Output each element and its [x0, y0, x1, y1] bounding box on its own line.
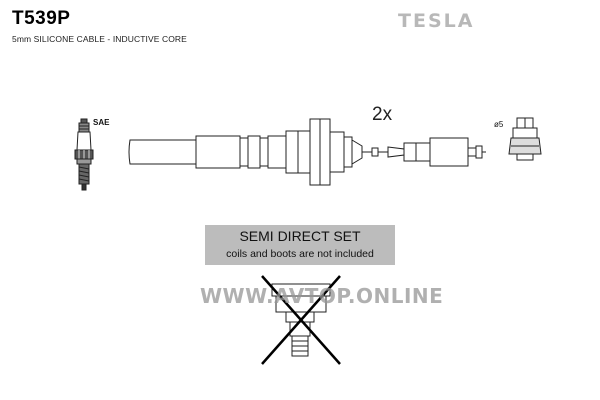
notice-title: SEMI DIRECT SET: [239, 228, 361, 244]
brand-logo: TESLA: [398, 10, 475, 32]
spark-plug-icon: [74, 118, 94, 191]
quantity-label: 2x: [372, 104, 393, 125]
connector-terminal-icon: [508, 117, 542, 161]
watermark: WWW.AVTOP.ONLINE: [200, 284, 444, 308]
product-subtitle: 5mm SILICONE CABLE - INDUCTIVE CORE: [12, 34, 187, 44]
diameter-label: ø5: [494, 120, 504, 129]
sae-label: SAE: [93, 118, 110, 127]
crossed-coil-icon: [261, 275, 341, 365]
ignition-lead-icon: [128, 118, 486, 186]
notice-text: coils and boots are not included: [226, 248, 374, 260]
notice-box: SEMI DIRECT SET coils and boots are not …: [205, 225, 395, 265]
product-code: T539P: [12, 8, 71, 29]
